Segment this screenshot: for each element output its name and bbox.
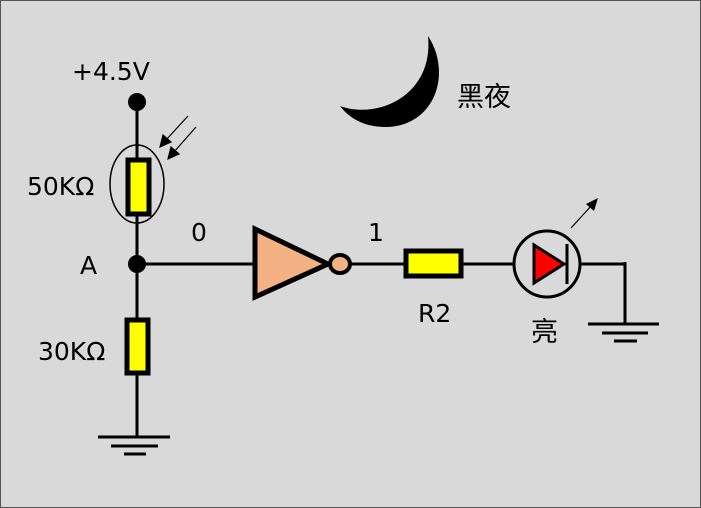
led	[512, 229, 582, 299]
light-arrows-icon	[159, 115, 197, 161]
input-logic: 0	[191, 218, 207, 247]
light-emit-arrow-icon	[570, 198, 598, 229]
moon-icon	[340, 36, 439, 127]
r2-label: R2	[418, 299, 451, 328]
node-label: A	[80, 251, 97, 280]
photoresistor	[109, 144, 165, 224]
not-gate	[252, 225, 352, 301]
led-state: 亮	[531, 317, 558, 348]
resistor-30k	[124, 317, 151, 376]
condition-label: 黑夜	[457, 82, 511, 113]
ground-icon	[98, 435, 170, 456]
resistor-value: 30KΩ	[38, 337, 105, 366]
supply-label: +4.5V	[72, 57, 150, 86]
ground-icon	[588, 322, 659, 343]
node-a-dot	[128, 255, 146, 273]
supply-terminal	[128, 93, 146, 111]
resistor-r2	[403, 248, 464, 279]
ldr-value: 50KΩ	[27, 172, 94, 201]
output-logic: 1	[368, 218, 384, 247]
